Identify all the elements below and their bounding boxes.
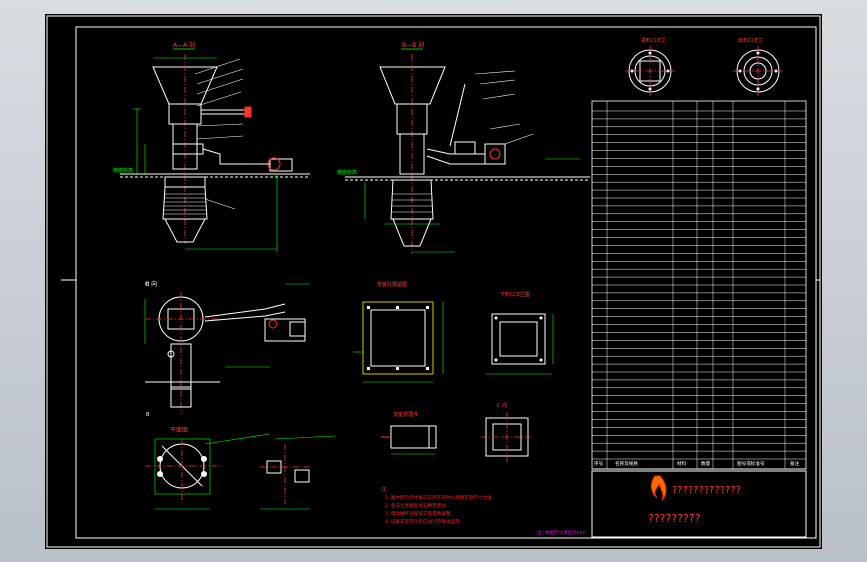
cad-drawing-viewport[interactable]: A—A 剖 楼面标高: [45, 14, 822, 549]
opening-drawings: 安装孔预留图 下料口法兰图: [353, 281, 554, 462]
parts-list-header: 序号 名称及规格 材料 数量 图号或标准号 备注: [592, 460, 806, 470]
svg-text:B: B: [146, 412, 150, 418]
view-b-b: B—B 剖 楼面标高: [337, 41, 590, 254]
flange-title-left: 进料口法兰: [641, 37, 666, 44]
title-block: ????????????? ?????????: [591, 470, 807, 538]
header-name: 名称及规格: [615, 460, 638, 467]
notes-footer: 注: 本图尺寸单位为mm: [537, 529, 586, 536]
svg-text:B: B: [146, 282, 150, 288]
parts-list: [591, 100, 807, 470]
note-line-2: 2. 各法兰连接处加石棉垫密封: [385, 502, 446, 509]
svg-text:C 向: C 向: [497, 402, 507, 409]
company-name: ?????????????: [672, 485, 741, 496]
drawing-frame: [75, 26, 817, 539]
title-support: 支座预埋件: [393, 411, 418, 418]
title-c-view: C 向: [145, 280, 157, 288]
header-remark: 备注: [790, 460, 800, 467]
header-material: 材料: [677, 460, 687, 467]
company-logo-icon: [650, 475, 667, 501]
notes: 注: 1. 图中所示尺寸如与实际不符时以现场实际尺寸为准 2. 各法兰连接处加石…: [381, 486, 586, 536]
view-a-a: A—A 剖 楼面标高: [113, 41, 310, 252]
flange-title-right: 出料口法兰: [738, 37, 763, 44]
drawing-name: ?????????: [648, 512, 701, 525]
note-line-4: 4. 设备安装完毕后应进行空载试运转: [385, 518, 460, 525]
view-c: C 向 B B: [144, 280, 310, 418]
header-qty: 数量: [701, 460, 711, 467]
note-line-3: 3. 电动推杆行程按实际需要调整: [385, 510, 451, 517]
header-standard: 图号或标准号: [737, 460, 765, 467]
cad-drawing: A—A 剖 楼面标高: [46, 15, 821, 548]
floor-label-left: 楼面标高: [113, 167, 133, 174]
title-mount-hole: 安装孔预留图: [377, 281, 407, 288]
view-top-plan: 平面图: [145, 427, 336, 510]
title-top-view: 平面图: [170, 427, 188, 434]
floor-label-right: 楼面标高: [337, 169, 357, 176]
drawing-outer-border: [46, 15, 821, 548]
title-a-a: A—A 剖: [173, 41, 195, 49]
note-line-1: 1. 图中所示尺寸如与实际不符时以现场实际尺寸为准: [385, 494, 492, 501]
notes-title: 注:: [381, 486, 388, 493]
flange-drawings: 进料口法兰 出料口法兰: [625, 37, 783, 96]
header-no: 序号: [594, 460, 604, 467]
title-b-b: B—B 剖: [402, 41, 424, 49]
title-discharge-flange: 下料口法兰图: [500, 291, 530, 298]
